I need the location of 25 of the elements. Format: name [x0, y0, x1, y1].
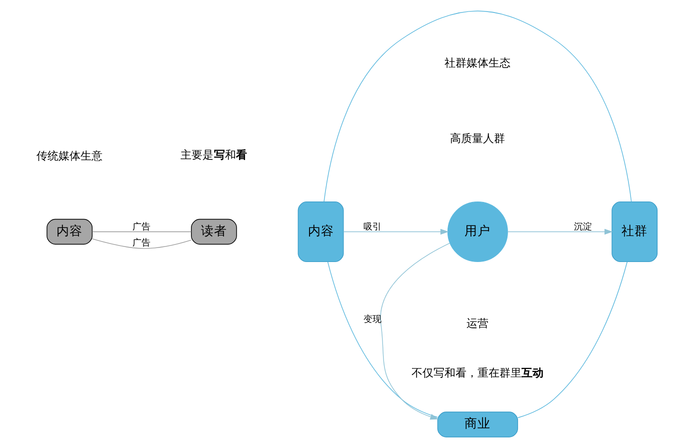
edge-label: 吸引 [364, 222, 382, 232]
label: 社群媒体生态 [444, 56, 511, 70]
arrow [343, 228, 449, 235]
node-box: 内容 [46, 218, 93, 245]
edge-label: 广告 [132, 238, 151, 248]
label: 主要是写和看 [180, 148, 248, 162]
node-box: 商业 [437, 412, 518, 438]
connector [327, 262, 438, 418]
connector [324, 10, 632, 202]
arrow [380, 242, 450, 420]
label: 不仅写和看，重在群里互动 [412, 366, 544, 380]
node-box: 社群 [612, 201, 658, 262]
arrow [507, 228, 613, 235]
edge-label: 广告 [132, 222, 151, 232]
connector [92, 238, 192, 249]
label: 传统媒体生意 [36, 149, 103, 162]
edge-label: 沉淀 [574, 222, 592, 232]
node-box: 内容 [298, 201, 344, 262]
node-box: 读者 [191, 218, 237, 245]
label: 运营 [466, 316, 489, 330]
connector [517, 262, 628, 418]
label: 高质量人群 [450, 132, 506, 145]
edge-label: 变现 [364, 314, 382, 325]
node-circle: 用户 [447, 201, 508, 262]
connector [92, 231, 192, 232]
